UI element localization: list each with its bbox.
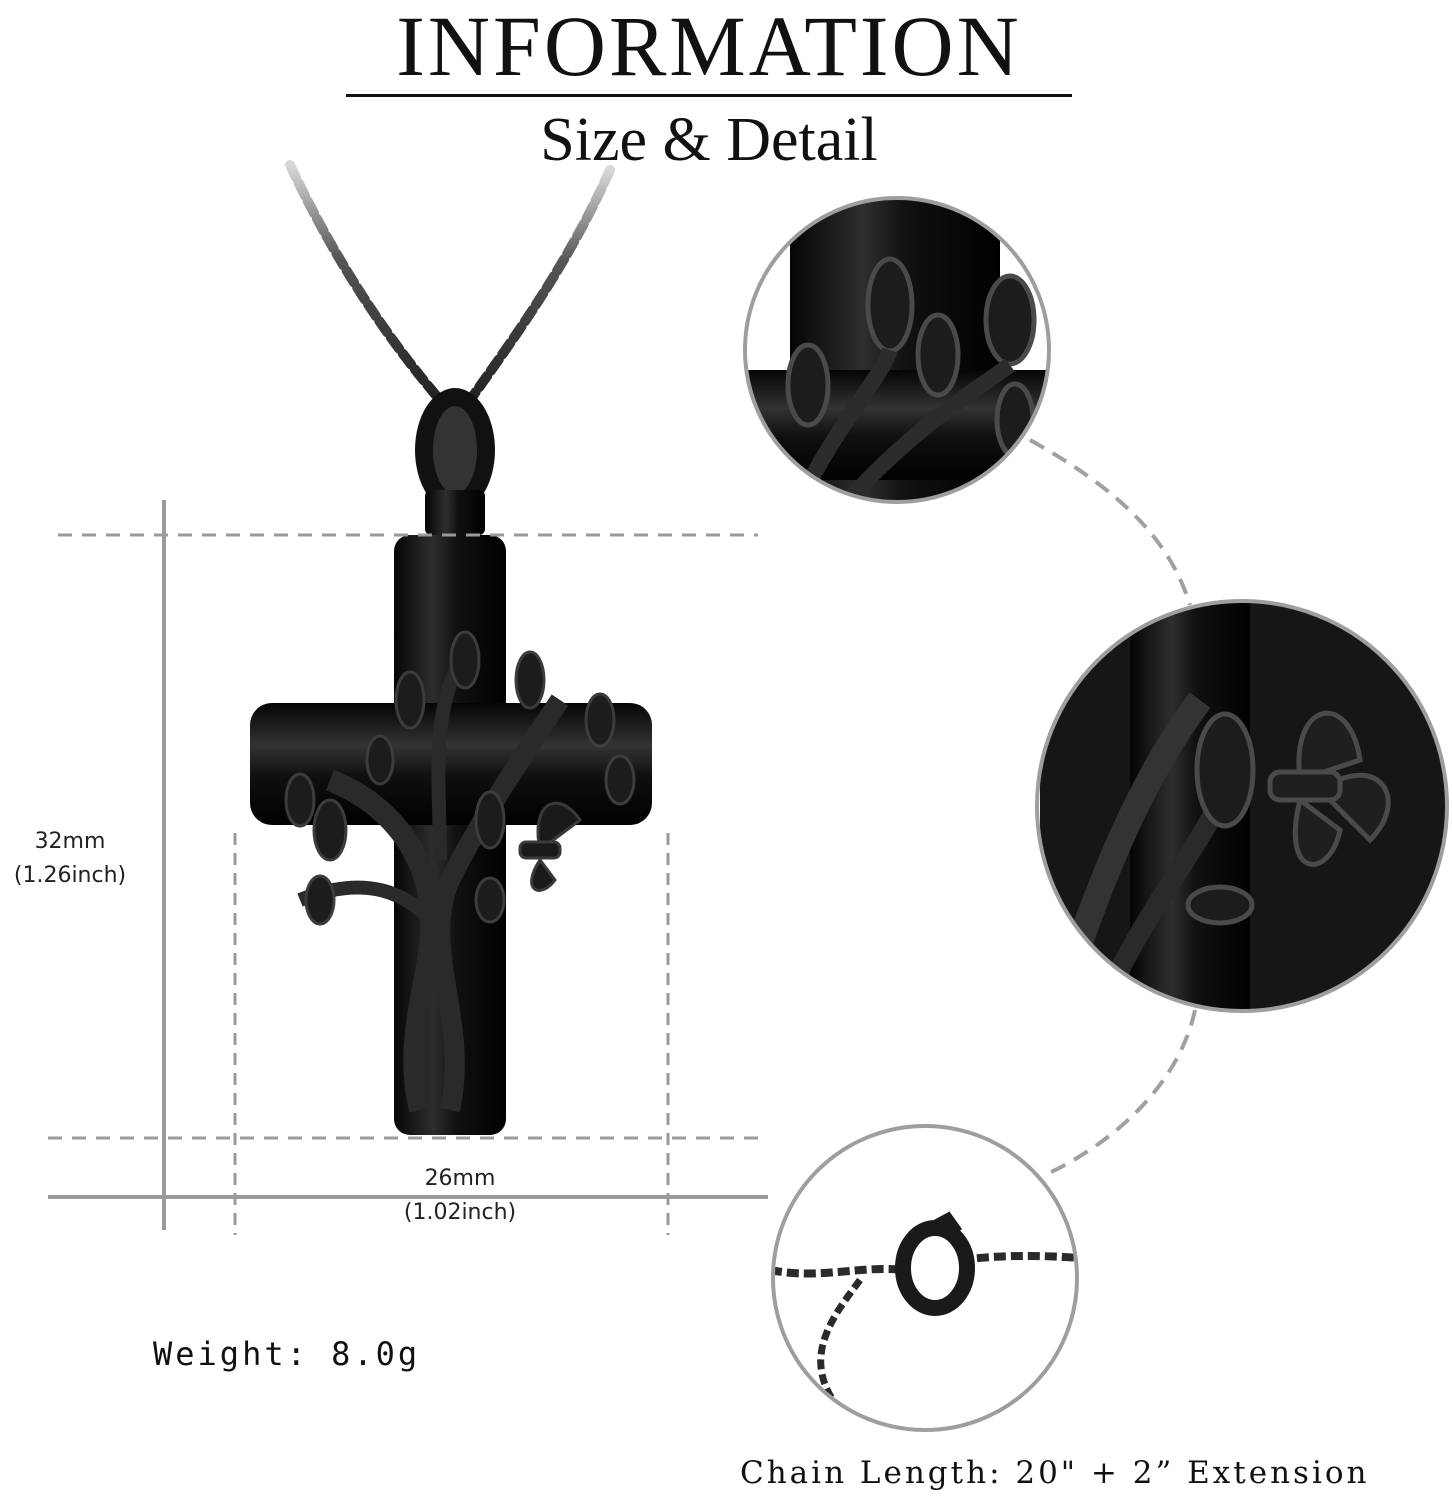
- cross-pendant: [250, 535, 652, 1135]
- pendant-bail: [415, 388, 495, 535]
- dimension-guides: [48, 500, 768, 1235]
- width-mm: 26mm: [424, 1166, 496, 1191]
- height-label: 32mm (1.26inch): [0, 825, 140, 893]
- detail-circle-middle: [1035, 599, 1449, 1013]
- connector-arcs: [1029, 438, 1197, 1177]
- height-mm: 32mm: [34, 829, 106, 854]
- title-underline: [346, 94, 1072, 97]
- height-inch: (1.26inch): [13, 863, 127, 888]
- detail-circle-top: [743, 196, 1051, 504]
- necklace-chain: [285, 160, 615, 405]
- width-inch: (1.02inch): [403, 1200, 517, 1225]
- width-label: 26mm (1.02inch): [375, 1162, 545, 1230]
- detail-circle-bottom: [771, 1124, 1079, 1432]
- page-subtitle: Size & Detail: [540, 106, 878, 174]
- weight-spec: Weight: 8.0g: [153, 1335, 421, 1373]
- page-title: INFORMATION: [396, 0, 1022, 94]
- chain-length-spec: Chain Length: 20" + 2” Extension: [740, 1455, 1370, 1491]
